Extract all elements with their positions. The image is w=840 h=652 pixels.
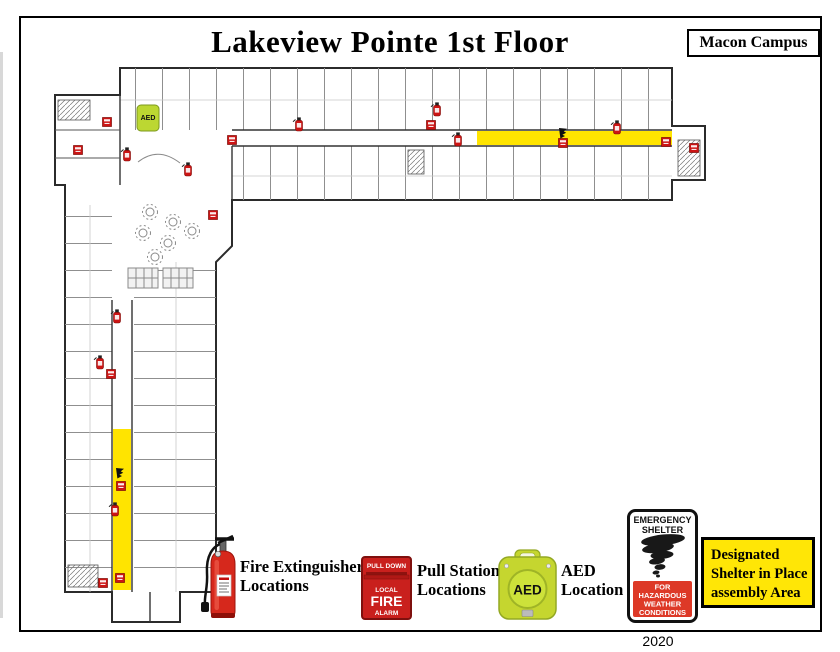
- page-title: Lakeview Pointe 1st Floor: [211, 24, 569, 59]
- pull-station-label-line2: Locations: [417, 580, 486, 600]
- aed-image: AED: [498, 549, 557, 620]
- pull-station-marker: [208, 210, 218, 220]
- reception-desk: [137, 153, 181, 164]
- pull-station-marker: [558, 138, 568, 148]
- rooms-upper-band: [120, 68, 672, 130]
- pull-station-sign-alarm: ALARM: [375, 610, 398, 617]
- pull-station-sign-top: PULL DOWN: [367, 563, 407, 570]
- storage-room-south: [67, 564, 99, 588]
- pull-station-marker: [689, 143, 699, 153]
- aed-label: AED Location: [561, 561, 623, 600]
- aed-marker: AED: [136, 104, 160, 132]
- shelter-sign-footer-line1: FOR: [655, 583, 671, 592]
- building: [54, 67, 706, 623]
- pull-station-sign-local: LOCAL: [375, 587, 397, 594]
- tornado-icon: [641, 534, 685, 578]
- shelter-sign-footer-line2: HAZARDOUS: [639, 591, 687, 600]
- fire-extinguisher-label: Fire Extinguisher Locations: [240, 557, 364, 596]
- west-block-walls: [55, 129, 120, 159]
- fire-extinguisher-label-line1: Fire Extinguisher: [240, 557, 364, 576]
- shelter-sign-footer-line3: WEATHER: [644, 600, 682, 609]
- assembly-line2: Shelter in Place: [711, 566, 808, 583]
- pull-station-image: PULL DOWN LOCAL FIRE ALARM: [361, 556, 412, 620]
- scan-artifact: [0, 52, 3, 618]
- emergency-shelter-sign: EMERGENCY SHELTER FOR HAZARDOUS WEATHER …: [627, 509, 698, 623]
- rooms-lower-band: [232, 146, 672, 200]
- shelter-in-place-corridor-bar: [477, 131, 672, 145]
- aed-device-label: AED: [513, 583, 542, 598]
- pull-station-marker: [102, 117, 112, 127]
- pull-station-marker: [227, 135, 237, 145]
- pull-station-marker: [115, 573, 125, 583]
- campus-label: Macon Campus: [687, 29, 820, 57]
- dining-area: [127, 153, 200, 289]
- pull-station-marker: [116, 481, 126, 491]
- stairs-west: [57, 99, 91, 121]
- elevator-mid: [407, 149, 425, 175]
- pull-station-marker: [106, 369, 116, 379]
- year-label: 2020: [642, 633, 674, 649]
- corridor-walls: [111, 95, 672, 622]
- aed-label-line2: Location: [561, 580, 624, 600]
- shelter-sign-title1: EMERGENCY: [633, 515, 691, 525]
- rooms-east-column: [134, 262, 216, 592]
- pull-station-marker: [73, 145, 83, 155]
- assembly-area-box: Designated Shelter in Place assembly Are…: [701, 537, 815, 608]
- pull-station-label: Pull Station Locations: [417, 561, 500, 600]
- aed-label-line1: AED: [561, 561, 596, 580]
- markers-layer: AED: [73, 101, 699, 588]
- pull-station-marker: [426, 120, 436, 130]
- shelter-sign-title2: SHELTER: [642, 525, 684, 535]
- pull-station-sign-fire: FIRE: [371, 593, 403, 609]
- assembly-line3: assembly Area: [711, 585, 801, 602]
- room-detail-lines: [89, 99, 672, 592]
- pull-station-label-line1: Pull Station: [417, 561, 500, 580]
- pull-station-marker: [661, 137, 671, 147]
- svg-text:AED: AED: [141, 115, 156, 122]
- assembly-line1: Designated: [711, 547, 780, 563]
- pull-station-marker: [98, 578, 108, 588]
- fire-extinguisher-label-line2: Locations: [240, 576, 309, 596]
- fire-extinguisher-image: [201, 534, 236, 618]
- rooms-west-column: [65, 205, 112, 592]
- shelter-sign-footer-line4: CONDITIONS: [639, 608, 686, 617]
